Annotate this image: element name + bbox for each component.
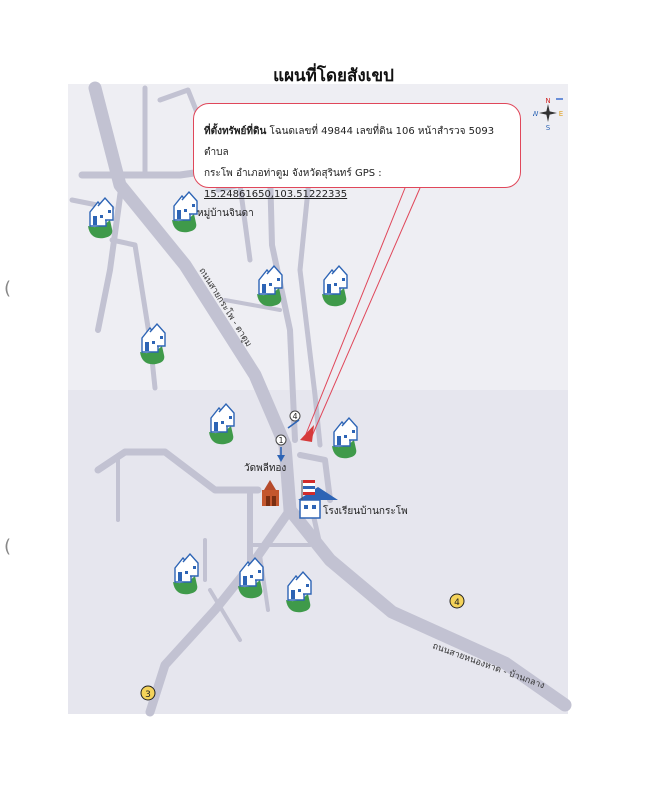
svg-text:1: 1 [278,436,283,445]
temple-label: วัดพลีทอง [244,463,287,474]
gps-coordinates: 15.24861650,103.51222335 [204,189,348,200]
school-label: โรงเรียนบ้านกระโพ [323,506,408,517]
svg-text:E: E [559,110,563,118]
callout-deed-text: โฉนดเลขที่ 49844 เลขที่ดิน 106 หน้าสำรวจ… [204,126,495,158]
temple-icon [262,480,279,506]
school-icon [298,480,338,519]
svg-text:3: 3 [145,690,151,700]
svg-text:N: N [545,98,550,105]
compass-icon: N S W E [533,98,563,132]
svg-text:S: S [546,124,551,132]
svg-text:4: 4 [454,598,460,608]
callout-line-1: ที่ตั้งทรัพย์ที่ดิน โฉนดเลขที่ 49844 เลข… [204,121,510,163]
property-pin-icon[interactable] [300,425,314,442]
svg-text:W: W [533,110,539,118]
binder-mark: ( [4,278,12,299]
callout-location-text: กระโพ อำเภอท่าตูม จังหวัดสุรินทร์ GPS : [204,168,382,179]
callout-label: ที่ตั้งทรัพย์ที่ดิน [204,126,267,137]
property-callout: ที่ตั้งทรัพย์ที่ดิน โฉนดเลขที่ 49844 เลข… [193,103,521,200]
road-main-north [88,81,297,517]
route-marker-3: 3 [140,685,156,701]
route-marker-1: 1 [275,434,287,462]
road-main-southeast [283,503,572,712]
svg-text:4: 4 [292,412,297,421]
village-label: หมู่บ้านจินดา [197,208,254,219]
callout-line-2: กระโพ อำเภอท่าตูม จังหวัดสุรินทร์ GPS : … [204,163,510,205]
route-marker-4b: 4 [449,593,465,609]
callout-pointer [305,187,421,437]
page-title: แผนที่โดยสังเขป [273,66,394,86]
binder-mark: ( [4,536,12,557]
route-marker-4: 4 [287,410,301,429]
